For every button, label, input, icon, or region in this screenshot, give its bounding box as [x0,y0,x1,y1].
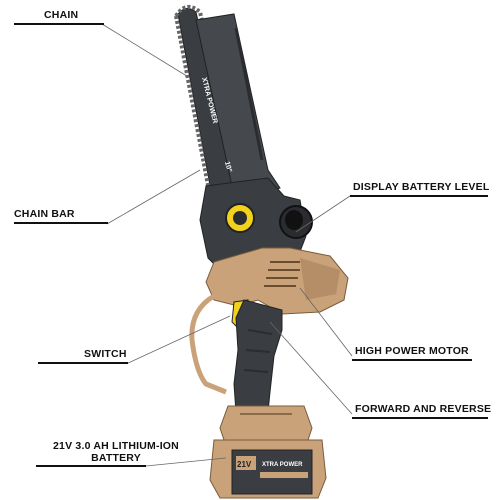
label-chain: CHAIN [44,9,79,21]
battery-voltage-text: 21V [237,460,252,469]
label-display-battery-level-underline [350,195,488,197]
label-display-battery-level: DISPLAY BATTERY LEVEL [353,181,490,193]
label-switch: SWITCH [84,348,127,360]
label-high-power-motor-underline [352,359,472,361]
forward-reverse-leader-line [269,321,353,415]
label-battery-line2: BATTERY [91,452,141,464]
battery-brand-text: XTRA POWER [262,462,303,468]
label-high-power-motor: HIGH POWER MOTOR [355,345,469,357]
switch-leader-line [125,315,231,365]
label-chain-bar: CHAIN BAR [14,208,75,220]
chain-leader-line [101,23,191,79]
label-chain-bar-underline [14,222,108,224]
battery-leader-line [145,457,227,467]
label-chain-underline [14,23,104,25]
bar-size-text: 10" [223,161,232,173]
label-battery-line1: 21V 3.0 AH LITHIUM-ION [53,440,179,452]
battery-pack: 21V XTRA POWER [209,439,327,499]
handle-grip [233,299,283,413]
motor-leader-line [299,287,353,357]
chain-bar-leader-line [106,169,201,225]
label-forward-and-reverse-underline [352,417,488,419]
motor-housing [205,247,349,315]
label-battery-underline [36,465,146,467]
trigger-guard [189,293,227,395]
label-battery: 21V 3.0 AH LITHIUM-ION BATTERY [36,440,196,464]
leader-lines [101,23,353,467]
display-battery-leader-line [295,195,351,233]
label-forward-and-reverse: FORWARD AND REVERSE [355,403,492,415]
label-switch-underline [38,362,128,364]
